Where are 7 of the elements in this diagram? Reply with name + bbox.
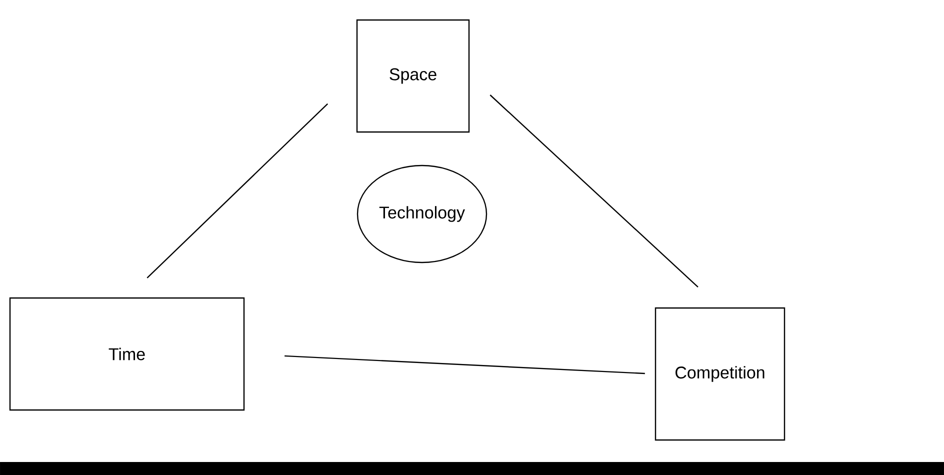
connector-line [146,103,328,278]
ellipse-node: Technology [356,164,488,264]
connector-line [490,94,698,288]
connector-line [284,355,645,374]
box-node: Space [356,19,470,133]
box-node: Time [9,297,245,411]
box-node: Competition [654,307,786,441]
